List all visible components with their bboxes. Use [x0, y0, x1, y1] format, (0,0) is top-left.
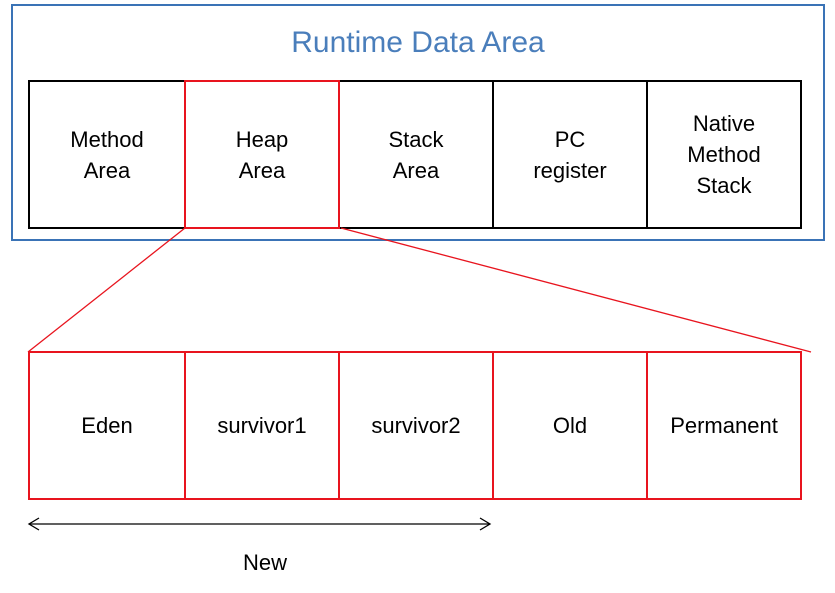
- zoom-line-right: [340, 227, 812, 353]
- stack-area-box: Stack Area: [338, 80, 494, 229]
- permanent-segment: Permanent: [646, 351, 802, 500]
- zoom-line-left: [27, 227, 186, 353]
- new-generation-label: New: [242, 550, 287, 575]
- native-method-stack-box: Native Method Stack: [646, 80, 802, 229]
- survivor2-segment: survivor2: [338, 351, 494, 500]
- pc-register-box: PC register: [492, 80, 648, 229]
- method-area-box: Method Area: [28, 80, 186, 229]
- heap-segments-row: Eden survivor1 survivor2 Old Permanent: [28, 351, 802, 500]
- new-span-arrow: [27, 517, 492, 531]
- runtime-areas-row: Method Area Heap Area Stack Area PC regi…: [28, 80, 802, 229]
- heap-area-box: Heap Area: [184, 80, 340, 229]
- old-segment: Old: [492, 351, 648, 500]
- survivor1-segment: survivor1: [184, 351, 340, 500]
- runtime-data-area-title: Runtime Data Area: [291, 26, 545, 59]
- eden-segment: Eden: [28, 351, 186, 500]
